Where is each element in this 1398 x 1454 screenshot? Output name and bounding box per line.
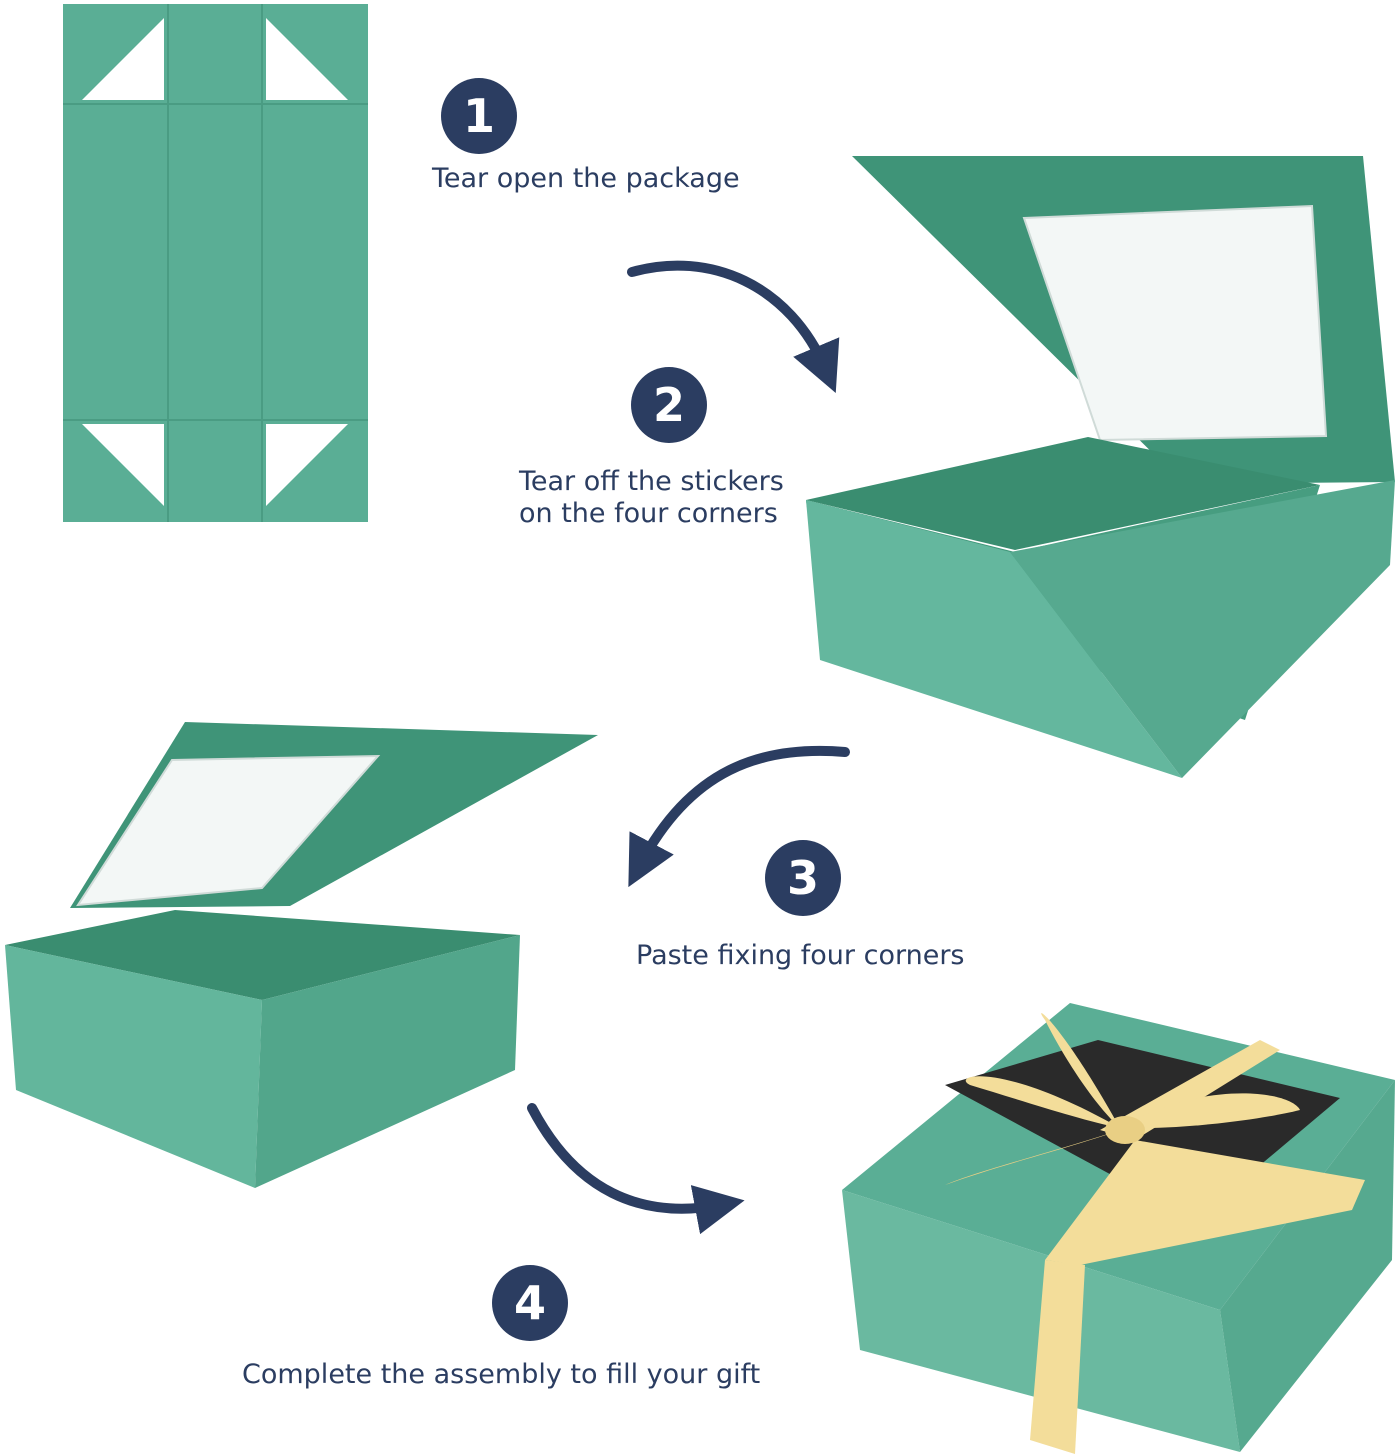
open-box-icon (5, 722, 598, 1188)
step-3-badge: 3 (765, 840, 841, 916)
step-1-badge: 1 (441, 78, 517, 154)
step-2-text-line-2: on the four corners (519, 498, 778, 529)
gift-box-icon (842, 1003, 1395, 1454)
curved-arrow-icon (627, 260, 840, 394)
step-4-text: Complete the assembly to fill your gift (242, 1359, 761, 1390)
flat-box-icon (63, 4, 368, 522)
curved-arrow-icon (628, 745, 850, 888)
open-box-icon (806, 156, 1395, 778)
curved-arrow-icon (527, 1103, 745, 1235)
step-3-text: Paste fixing four corners (636, 940, 965, 971)
step-4-badge: 4 (492, 1265, 568, 1341)
step-2-text-line-1: Tear off the stickers (519, 466, 784, 497)
step-1-text: Tear open the package (432, 163, 740, 194)
step-2-badge: 2 (631, 367, 707, 443)
